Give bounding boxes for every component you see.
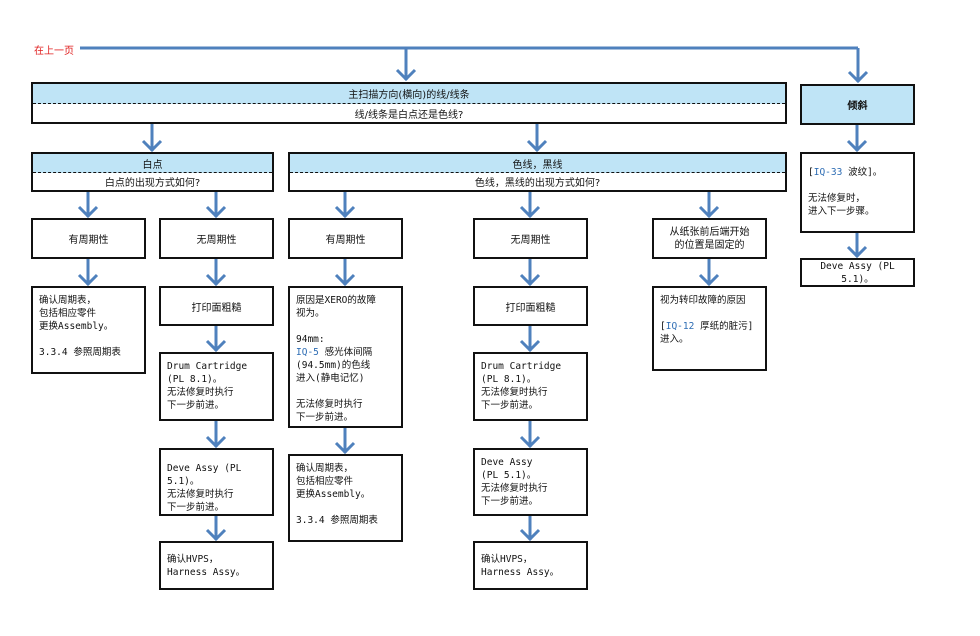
white-periodic-action: 确认周期表， 包括相应零件 更换Assembly。 3.3.4 参照周期表 (31, 286, 146, 374)
arrow-head (141, 139, 163, 153)
skew-step1-box: [IQ-33 波纹]。 无法修复时， 进入下一步骤。 (800, 152, 915, 233)
color-line-title: 色线，黑线 (290, 154, 785, 173)
color-hvps-box: 确认HVPS， Harness Assy。 (473, 541, 588, 590)
main-title: 主扫描方向(横向)的线/线条 (33, 84, 785, 104)
arrow-head (205, 273, 227, 287)
color-periodic-action: 确认周期表， 包括相应零件 更换Assembly。 3.3.4 参照周期表 (288, 454, 403, 542)
arrow-head (698, 205, 720, 219)
iq33-link[interactable]: IQ-33 (813, 167, 843, 178)
arrow-head (77, 273, 99, 287)
skew-step2-box: Deve Assy (PL 5.1)。 (800, 258, 915, 287)
iq5-link[interactable]: IQ-5 (296, 347, 319, 358)
arrow-head (847, 70, 869, 84)
color-deve-box: Deve Assy (PL 5.1)。 无法修复时执行 下一步前进。 (473, 448, 588, 516)
skew-step1-text: 波纹]。 无法修复时， 进入下一步骤。 (808, 167, 883, 217)
arrow-head (698, 273, 720, 287)
arrow-head (846, 245, 868, 259)
previous-page-link[interactable]: 在上一页 (34, 46, 74, 57)
color-drum-box: Drum Cartridge (PL 8.1)。 无法修复时执行 下一步前进。 (473, 352, 588, 421)
white-periodic-box: 有周期性 (31, 218, 146, 259)
white-spot-question: 白点的出现方式如何? (104, 178, 201, 189)
white-rough-box: 打印面粗糙 (159, 286, 274, 326)
arrow-head (334, 205, 356, 219)
white-spot-title: 白点 (33, 154, 272, 173)
xero-text-b: 感光体间隔 (94.5mm)的色线 进入(静电记忆) 无法修复时执行 下一步前进… (296, 347, 373, 423)
iq12-link[interactable]: IQ-12 (665, 321, 695, 332)
color-line-header: 色线，黑线 色线，黑线的出现方式如何? (288, 152, 787, 192)
arrow-head (519, 528, 541, 542)
main-question: 线/线条是白点还是色线? (354, 109, 464, 121)
arrow-head (334, 441, 356, 455)
arrow-head (519, 339, 541, 353)
white-deve-box: Deve Assy (PL 5.1)。 无法修复时执行 下一步前进。 (159, 448, 274, 516)
arrow-head (205, 528, 227, 542)
white-spot-header: 白点 白点的出现方式如何? (31, 152, 274, 192)
white-nonperiodic-box: 无周期性 (159, 218, 274, 259)
arrow-head (334, 273, 356, 287)
color-periodic-box: 有周期性 (288, 218, 403, 259)
arrow-head (205, 205, 227, 219)
arrow-head (77, 205, 99, 219)
arrow-head (519, 273, 541, 287)
xero-text-a: 原因是XERO的故障 视为。 94mm: (296, 295, 376, 345)
fixed-position-box: 从纸张前后端开始 的位置是固定的 (652, 218, 767, 259)
color-line-question: 色线，黑线的出现方式如何? (474, 178, 601, 189)
skew-box: 倾斜 (800, 84, 915, 125)
color-rough-box: 打印面粗糙 (473, 286, 588, 326)
arrow-head (205, 435, 227, 449)
xero-cause-box: 原因是XERO的故障 视为。 94mm: IQ-5 感光体间隔 (94.5mm)… (288, 286, 403, 428)
arrow-head (846, 139, 868, 153)
arrow-head (205, 339, 227, 353)
arrow-head (519, 435, 541, 449)
arrow-head (519, 205, 541, 219)
white-drum-box: Drum Cartridge (PL 8.1)。 无法修复时执行 下一步前进。 (159, 352, 274, 421)
arrow-head (395, 68, 417, 82)
white-hvps-box: 确认HVPS， Harness Assy。 (159, 541, 274, 590)
transfer-text: 视为转印故障的原因 (660, 295, 746, 306)
arrow-head (526, 139, 548, 153)
transfer-text-b: 厚纸的脏污] 进入。 (660, 321, 754, 345)
transfer-cause-box: 视为转印故障的原因[IQ-12 厚纸的脏污] 进入。 (652, 286, 767, 371)
main-header-box: 主扫描方向(横向)的线/线条 线/线条是白点还是色线? (31, 82, 787, 124)
color-nonperiodic-box: 无周期性 (473, 218, 588, 259)
